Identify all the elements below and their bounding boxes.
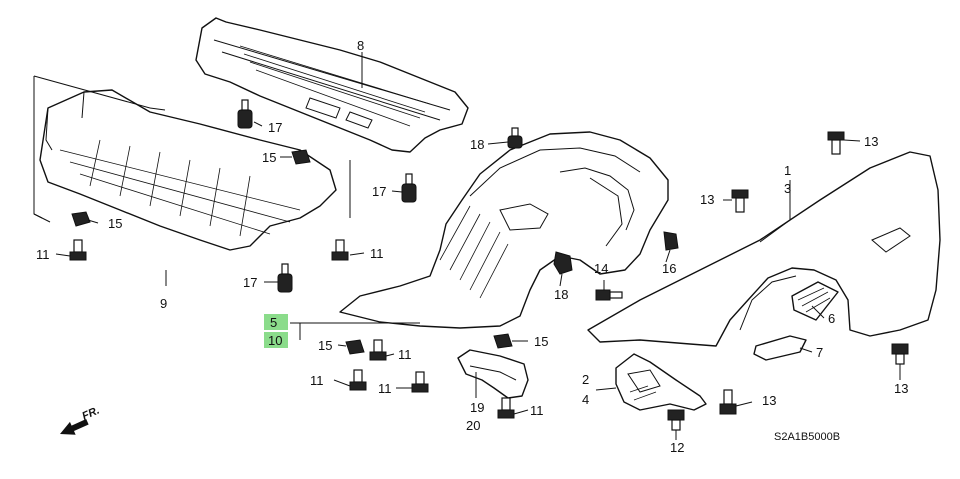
callout-17-b: 17 — [372, 184, 386, 199]
inner-fender-bracket-part — [457, 349, 529, 399]
upper-splash-shield-part — [195, 17, 469, 153]
clip-nut-15-b — [71, 211, 91, 227]
callout-6: 6 — [828, 311, 835, 326]
callout-11-b: 11 — [370, 246, 384, 261]
front-direction-arrow-icon — [60, 419, 89, 435]
bolt-13-c — [891, 343, 909, 365]
callout-15-a: 15 — [262, 150, 276, 165]
callout-13-c: 13 — [894, 381, 908, 396]
callout-19: 19 — [470, 400, 484, 415]
clip-17-c — [277, 263, 293, 293]
callout-2: 2 — [582, 372, 589, 387]
callout-15-d: 15 — [534, 334, 548, 349]
front-direction-label: FR. — [80, 405, 101, 423]
clip-16 — [663, 231, 679, 251]
callout-18-b: 18 — [554, 287, 568, 302]
callout-11-d: 11 — [310, 373, 324, 388]
clip-nut-15-d — [493, 333, 513, 349]
callout-11-c: 11 — [398, 347, 412, 362]
clip-17-b — [401, 173, 417, 203]
callout-4: 4 — [582, 392, 589, 407]
callout-10: 10 — [268, 333, 282, 348]
callout-17-c: 17 — [243, 275, 257, 290]
bolt-11-c — [369, 339, 387, 361]
fender-bracket-part — [615, 353, 707, 411]
clip-nut-15-c — [345, 339, 365, 355]
bolt-11-f — [497, 397, 515, 419]
bolt-11-d — [349, 369, 367, 391]
bolt-13-d — [719, 389, 737, 415]
callout-13-d: 13 — [762, 393, 776, 408]
bolt-13-b — [731, 189, 749, 213]
bolt-11-e — [411, 371, 429, 393]
inner-fender-part — [339, 131, 669, 329]
callout-14: 14 — [594, 261, 608, 276]
callout-5: 5 — [270, 315, 277, 330]
callout-13-b: 13 — [700, 192, 714, 207]
bolt-14 — [595, 289, 623, 301]
diagram-code: S2A1B5000B — [774, 431, 840, 443]
bolt-13-a — [827, 131, 845, 155]
callout-15-b: 15 — [108, 216, 122, 231]
fender-seal-part — [753, 335, 807, 361]
callout-12: 12 — [670, 440, 684, 455]
front-under-cover-part — [39, 89, 337, 251]
bolt-12 — [667, 409, 685, 431]
callout-15-c: 15 — [318, 338, 332, 353]
callout-7: 7 — [816, 345, 823, 360]
bolt-11-a — [69, 239, 87, 261]
callout-16: 16 — [662, 261, 676, 276]
callout-8: 8 — [357, 38, 364, 53]
callout-11-e: 11 — [378, 381, 392, 396]
clip-17-a — [237, 99, 253, 129]
callout-11-f: 11 — [530, 403, 544, 418]
callout-20: 20 — [466, 418, 480, 433]
clip-18-b — [553, 251, 573, 275]
front-fender-part — [587, 151, 941, 347]
callout-9: 9 — [160, 296, 167, 311]
bolt-11-b — [331, 239, 349, 261]
callout-18-a: 18 — [470, 137, 484, 152]
callout-1: 1 — [784, 163, 791, 178]
callout-17-a: 17 — [268, 120, 282, 135]
clip-18-a — [507, 127, 523, 149]
callout-13-a: 13 — [864, 134, 878, 149]
fender-pad-part — [791, 281, 839, 321]
callout-11-a: 11 — [36, 247, 50, 262]
clip-nut-15-a — [291, 149, 311, 165]
callout-3: 3 — [784, 181, 791, 196]
